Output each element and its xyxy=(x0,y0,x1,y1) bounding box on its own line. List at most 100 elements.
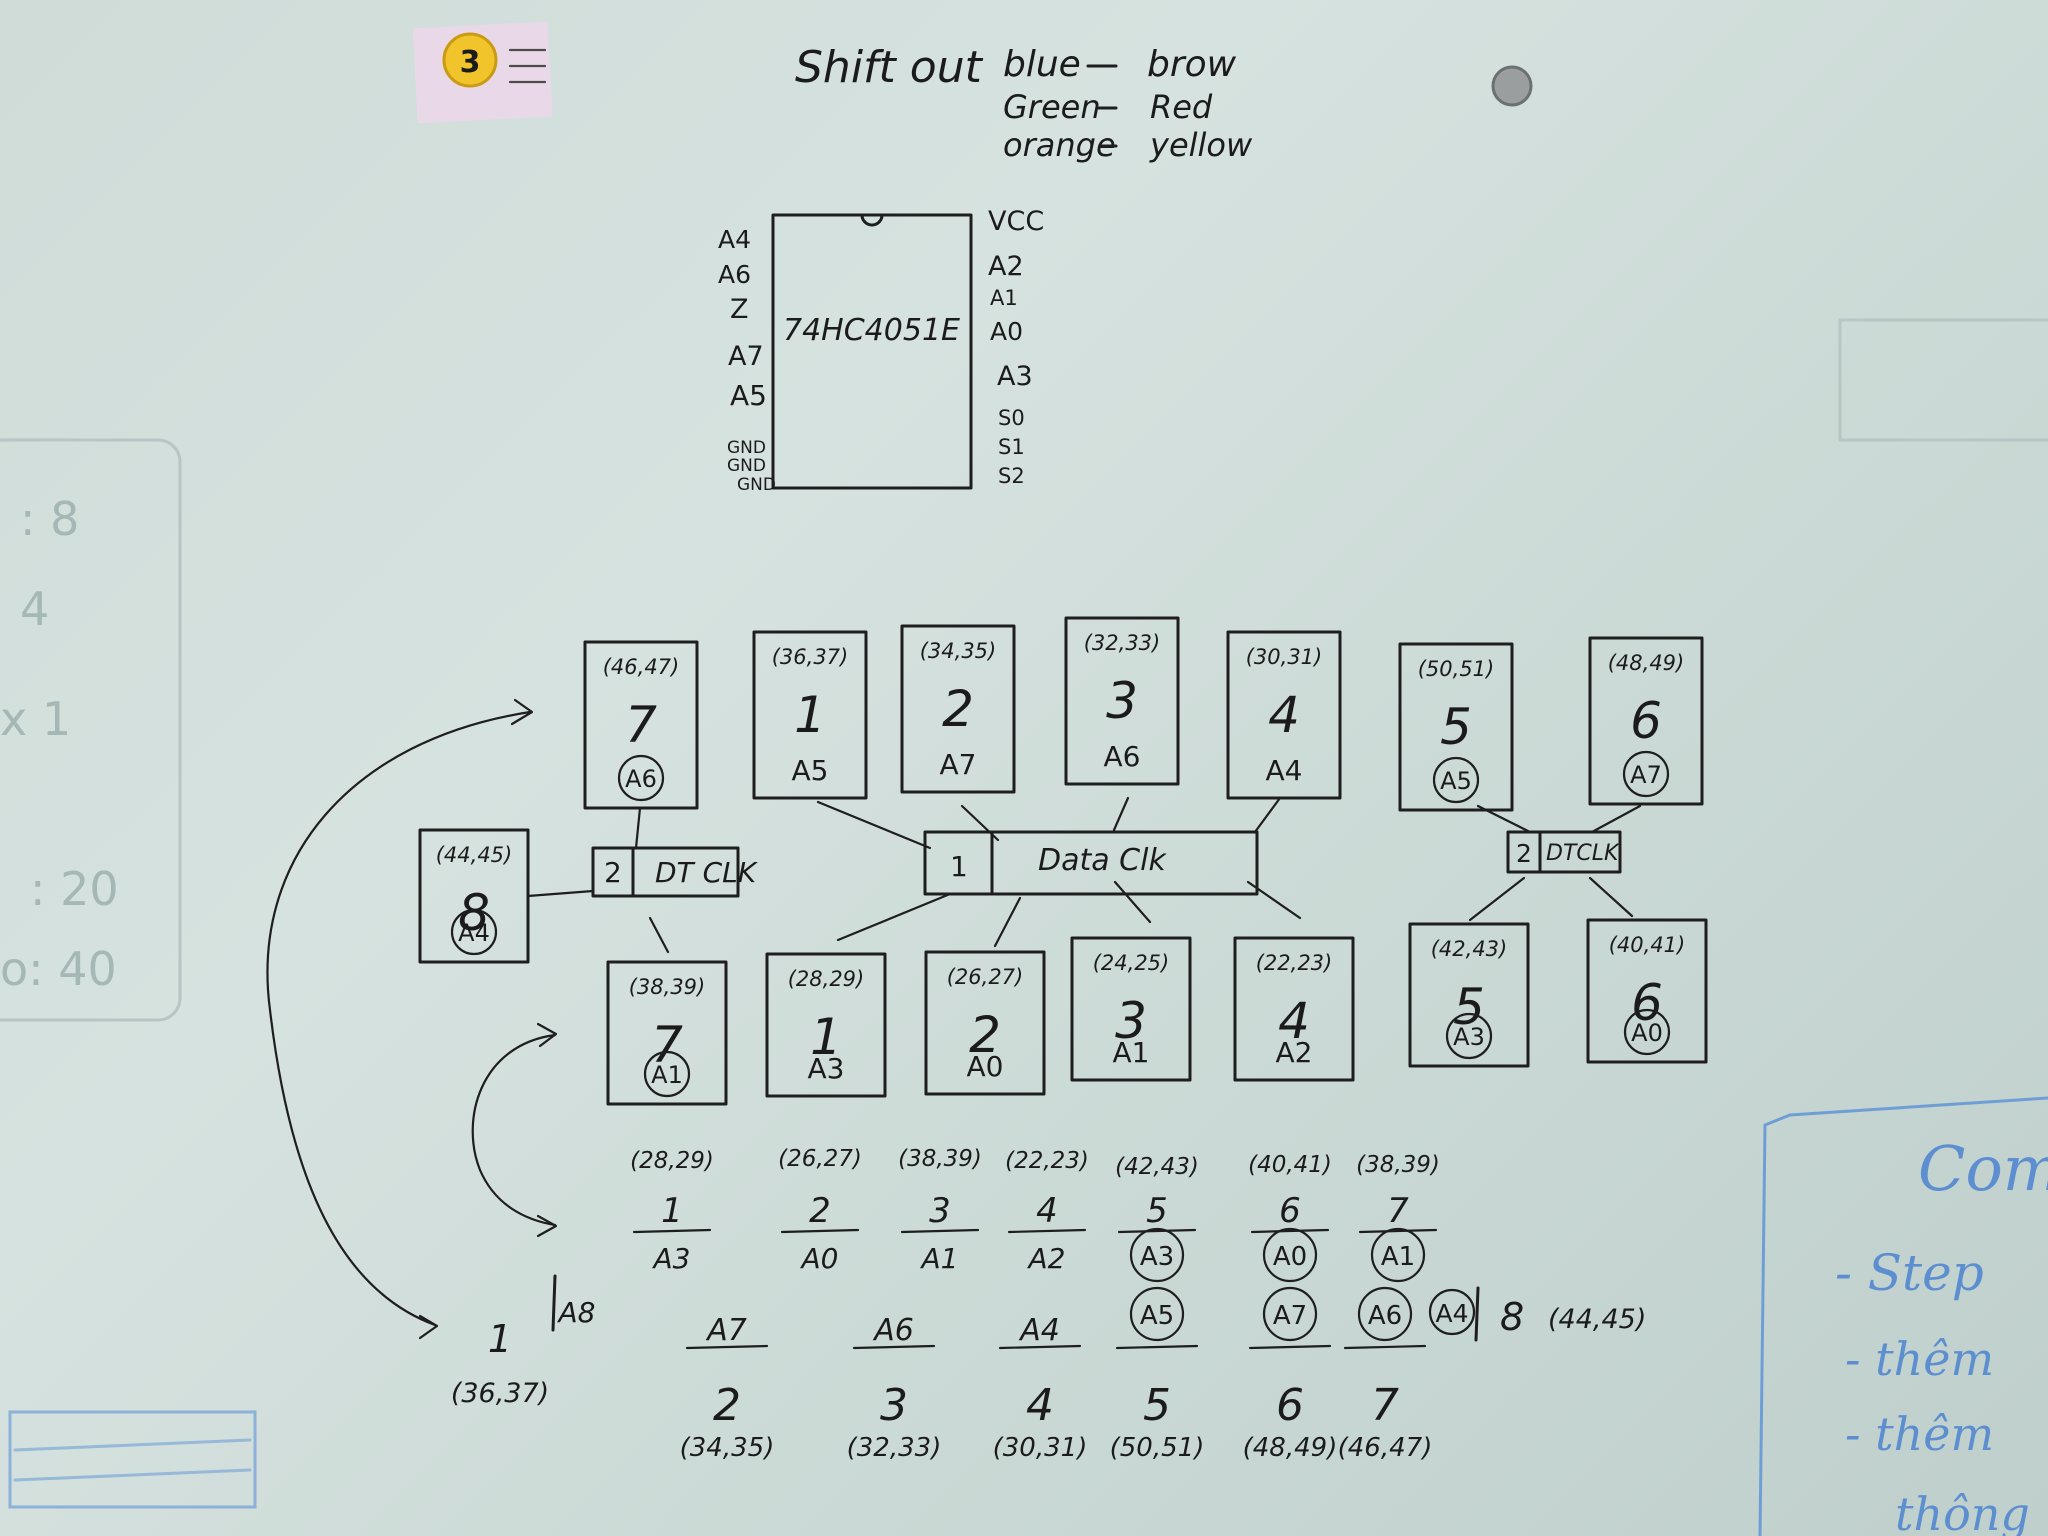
seq-label: A0 xyxy=(1273,1242,1307,1272)
seq-pins: (28,29) xyxy=(630,1148,714,1174)
erased-frame-right xyxy=(1838,318,2048,442)
header-title: Shift out xyxy=(795,42,984,93)
chip-name: 74HC4051E xyxy=(783,313,960,348)
cell-number: 3 xyxy=(1106,672,1138,730)
seq-label-circle xyxy=(1262,1227,1318,1283)
seq-bar xyxy=(1115,1344,1199,1350)
seq-bar xyxy=(1117,1228,1197,1234)
seq-bar xyxy=(780,1228,860,1234)
sequence-item: A6 3(32,33) xyxy=(847,1313,942,1463)
cell-box xyxy=(1398,642,1514,812)
sequence-item: (22,23)4A2 xyxy=(1005,1148,1089,1275)
connector xyxy=(1588,876,1634,918)
seq-label-circle xyxy=(1129,1286,1185,1342)
bus-index: 1 xyxy=(950,850,968,883)
pin-cell: (36,37)1A5 xyxy=(752,630,868,800)
seq-number: 3 xyxy=(880,1380,908,1431)
seq-pins: (22,23) xyxy=(1005,1148,1089,1174)
cell-number: 6 xyxy=(1630,692,1662,750)
seq-pins: (26,27) xyxy=(778,1146,862,1172)
cell-label-circle xyxy=(1445,1012,1493,1060)
cell-box xyxy=(606,960,728,1106)
seq-bar xyxy=(900,1228,980,1234)
tail-divider xyxy=(1474,1286,1480,1342)
chip-notch xyxy=(860,213,884,227)
cell-pins: (30,31) xyxy=(1246,645,1323,669)
pin-cell: (48,49)6A7 xyxy=(1588,636,1704,806)
pin-cell: (30,31) 4A4 xyxy=(1226,630,1342,800)
wire-color-right-2: Red xyxy=(1150,88,1213,126)
cell-number: 1 xyxy=(794,686,826,744)
seq-label: A4 xyxy=(1018,1313,1060,1348)
cell-pins: (26,27) xyxy=(947,965,1024,989)
sequence-item: A67(46,47) xyxy=(1338,1286,1432,1463)
cell-pins: (42,43) xyxy=(1431,937,1508,961)
cell-pins: (32,33) xyxy=(1084,631,1161,655)
sketch-lines xyxy=(13,1438,252,1482)
seq-pins: (30,31) xyxy=(993,1433,1088,1463)
cell-pins: (44,45) xyxy=(436,843,513,867)
sequence-item: (26,27)2A0 xyxy=(778,1146,862,1275)
cell-pins: (24,25) xyxy=(1093,951,1170,975)
sequence-item: A76(48,49) xyxy=(1243,1286,1337,1463)
seq-label-circle xyxy=(1262,1286,1318,1342)
wire-color-left-3: orange xyxy=(1003,126,1116,164)
erased-frame-left xyxy=(0,438,182,1022)
cell-number: 6 xyxy=(1631,974,1663,1032)
chip-pin-label: A4 xyxy=(718,225,751,254)
chip-pin-label: A3 xyxy=(997,361,1033,392)
chip-pin-label: GND xyxy=(737,475,776,495)
seq-label: A7 xyxy=(1273,1301,1307,1331)
cell-label: A5 xyxy=(1440,767,1472,795)
cell-pins: (46,47) xyxy=(603,655,680,679)
chip-pin-label: VCC xyxy=(988,206,1044,237)
pin-cell: (22,23)4A2 xyxy=(1233,936,1355,1082)
note-line: thông xyxy=(1895,1487,2030,1536)
tail-number: 8 xyxy=(1500,1295,1524,1339)
chip-pin-label: S0 xyxy=(998,406,1025,430)
seq-pins: (32,33) xyxy=(847,1433,942,1463)
seq-number: 4 xyxy=(1026,1380,1054,1431)
cell-pins: (48,49) xyxy=(1608,651,1685,675)
note-top-edge xyxy=(1788,1096,2048,1117)
cell-box xyxy=(900,624,1016,794)
wire-color-right-3: yellow xyxy=(1149,126,1253,164)
cell-label: A4 xyxy=(1266,754,1303,787)
seq-label: A0 xyxy=(800,1242,839,1275)
seq-number: 7 xyxy=(1371,1380,1399,1431)
connector xyxy=(526,889,595,898)
note-title: Coma xyxy=(1918,1132,2048,1205)
note-line: - thêm xyxy=(1845,1332,1994,1386)
cell-pins: (50,51) xyxy=(1418,657,1495,681)
cell-label-circle xyxy=(643,1050,691,1098)
pin-cell: (34,35)2A7 xyxy=(900,624,1016,794)
sequence-item: (28,29)1A3 xyxy=(630,1148,714,1275)
seq-bar xyxy=(1248,1344,1332,1350)
sequence-row-1: (28,29)1A3(26,27)2A0(38,39)3A1(22,23)4A2… xyxy=(630,1146,1440,1283)
bus-1: 2 DT CLK xyxy=(591,846,759,898)
seq-label: A6 xyxy=(872,1313,914,1348)
seq-pins: (50,51) xyxy=(1110,1433,1205,1463)
cell-number: 4 xyxy=(1268,686,1300,744)
sequence-item: (38,39)7A1 xyxy=(1356,1152,1440,1283)
cell-box xyxy=(1588,636,1704,806)
cell-box xyxy=(765,952,887,1098)
chip-pin-label: A0 xyxy=(990,317,1023,346)
cell-box xyxy=(1233,936,1355,1082)
seq-label: A5 xyxy=(1140,1301,1174,1331)
cell-pins: (28,29) xyxy=(788,967,865,991)
cell-number: 7 xyxy=(625,696,657,754)
seq-pins: (40,41) xyxy=(1248,1152,1332,1178)
seq-number: 2 xyxy=(713,1380,741,1431)
seq-label: A1 xyxy=(920,1242,959,1275)
connector xyxy=(1113,880,1152,924)
pin-cell: (32,33)3A6 xyxy=(1064,616,1180,786)
cell-pins: (40,41) xyxy=(1609,933,1686,957)
seq-bar xyxy=(852,1344,936,1350)
arrow-head xyxy=(418,1314,439,1340)
long-arrow xyxy=(266,710,532,1327)
cell-box xyxy=(418,828,530,964)
seq-number: 5 xyxy=(1143,1380,1171,1431)
connector xyxy=(1468,876,1526,922)
sequence-item: A72(34,35) xyxy=(680,1313,775,1463)
